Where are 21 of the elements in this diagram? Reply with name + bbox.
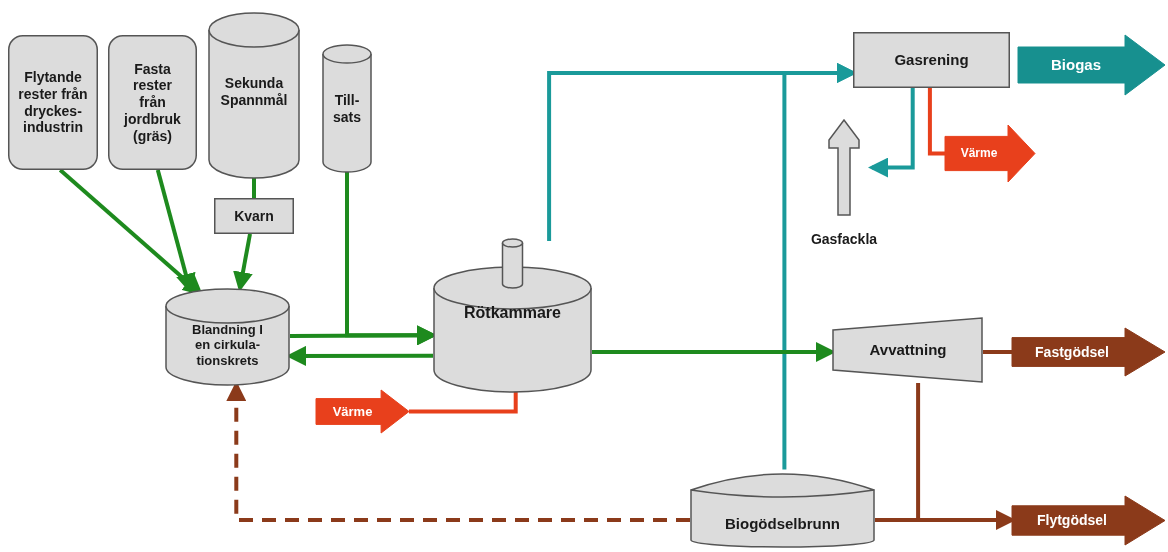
node-label: Gasrening: [894, 51, 969, 69]
node-label: Värme: [960, 146, 998, 161]
node-label: Rötkammare: [464, 303, 561, 323]
node-label: Flytgödsel: [1037, 512, 1107, 529]
node-label: Sekunda Spannmål: [219, 75, 289, 109]
node-label: Fasta rester från jordbruk (gräs): [122, 60, 182, 145]
node-label: Biogas: [1051, 56, 1101, 74]
flow-arrow: [868, 88, 915, 178]
node-label: Fastgödsel: [1035, 343, 1109, 361]
flow-line: [983, 350, 1012, 354]
node-label: Kvarn: [234, 207, 274, 225]
node-label: Till-sats: [332, 92, 362, 126]
flow-line: [252, 178, 256, 198]
node-label: Värme: [332, 403, 373, 420]
node-label: Flytande rester från dryckes-industrin: [17, 68, 89, 137]
flow-line: [927, 88, 945, 156]
node-label: Avvattning: [869, 341, 947, 359]
flow-line: [409, 392, 518, 414]
node-label: Gasfackla: [810, 230, 878, 248]
node-label: Blandning I en cirkula-tionskrets: [191, 321, 264, 369]
node-label: Biogödselbrunn: [725, 515, 840, 533]
